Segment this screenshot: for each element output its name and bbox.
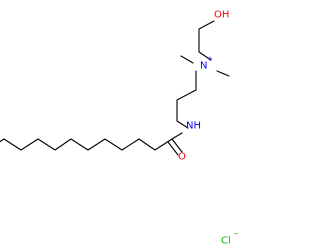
- hydroxyl-label: OH: [214, 10, 229, 21]
- n-methyl-left-bond: [180, 55, 194, 64]
- hydroxyethyl-bonds: [198, 20, 215, 61]
- ammonium-charge-label: +: [207, 55, 213, 63]
- carbonyl-bond-a: [171, 138, 183, 153]
- n-methyl-right-bond: [216, 70, 230, 77]
- alkyl-chain-bonds: [0, 138, 173, 151]
- carbonyl-bond-b: [167, 141, 179, 156]
- chloride-charge-label: −: [233, 230, 239, 238]
- propyl-linker-bonds: [176, 70, 197, 129]
- amide-cn-bond: [171, 132, 183, 140]
- chemical-structure: OH N + NH O Cl −: [0, 10, 239, 247]
- chloride-label: Cl: [221, 236, 231, 247]
- ammonium-nitrogen-label: N: [200, 61, 207, 72]
- amide-nh-label: NH: [186, 121, 201, 132]
- carbonyl-oxygen-label: O: [178, 152, 186, 163]
